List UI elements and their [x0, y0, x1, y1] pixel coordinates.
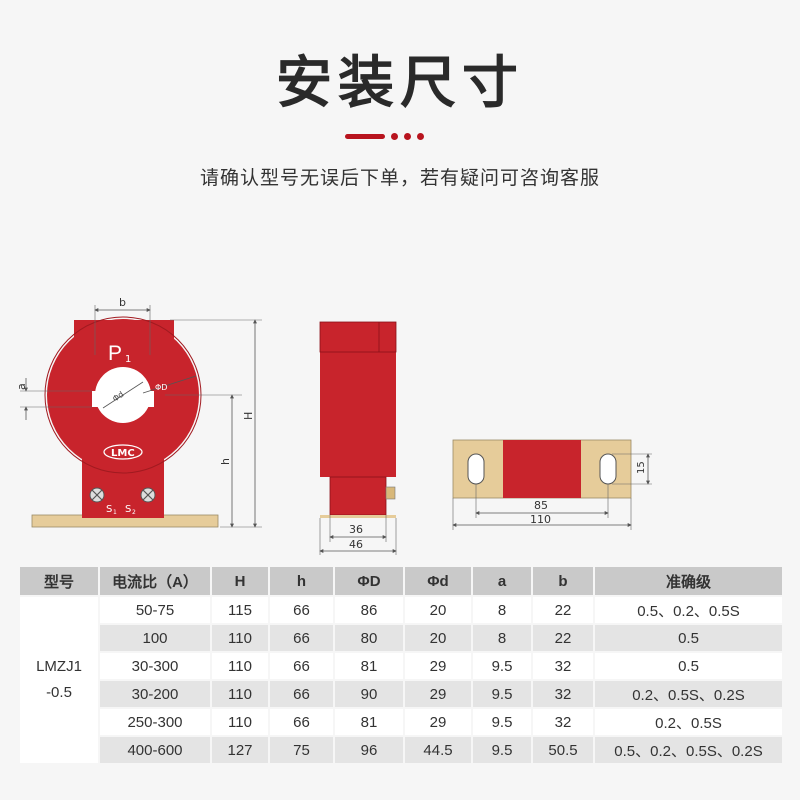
table-row: 400-600 127 75 96 44.5 9.5 50.5 0.5、0.2、… — [19, 735, 784, 765]
table-cell: 0.2、0.5S、0.2S — [593, 679, 784, 709]
col-header: h — [268, 565, 335, 597]
table-cell: 0.5 — [593, 651, 784, 681]
dimension-drawing: Φd ΦD P 1 LMC S 1 S 2 b a H — [15, 296, 652, 555]
table-cell: 32 — [531, 679, 595, 709]
dim-46-label: 46 — [349, 538, 363, 551]
svg-text:1: 1 — [113, 509, 117, 516]
col-header: a — [471, 565, 533, 597]
table-cell: 20 — [403, 595, 473, 625]
table-cell: 75 — [268, 735, 335, 765]
table-cell: 0.5 — [593, 623, 784, 653]
col-header: 准确级 — [593, 565, 784, 597]
table-cell: 127 — [210, 735, 270, 765]
table-cell: 81 — [333, 707, 405, 737]
page-title: 安装尺寸 — [276, 51, 524, 116]
table-row: 100 110 66 80 20 8 22 0.5 — [19, 623, 784, 653]
phi-D-label: ΦD — [155, 383, 167, 392]
table-cell: 0.5、0.2、0.5S — [593, 595, 784, 625]
table-cell: 66 — [268, 707, 335, 737]
table-cell: 250-300 — [98, 707, 212, 737]
col-header: Φd — [403, 565, 473, 597]
table-cell: 20 — [403, 623, 473, 653]
svg-text:1: 1 — [125, 354, 131, 365]
table-cell: 32 — [531, 651, 595, 681]
table-cell: 8 — [471, 623, 533, 653]
table-row: 30-300 110 66 81 29 9.5 32 0.5 — [19, 651, 784, 681]
table-cell: 80 — [333, 623, 405, 653]
table-row: 250-300 110 66 81 29 9.5 32 0.2、0.5S — [19, 707, 784, 737]
table-header-row: 型号 电流比（A） H h ΦD Φd a b 准确级 — [18, 565, 784, 597]
dim-110-label: 110 — [530, 513, 551, 526]
svg-text:LMC: LMC — [111, 448, 135, 459]
table-cell: 9.5 — [471, 679, 533, 709]
table-cell: 0.5、0.2、0.5S、0.2S — [593, 735, 784, 765]
dim-b-label: b — [119, 296, 126, 309]
front-view: Φd ΦD P 1 LMC S 1 S 2 b a H — [15, 296, 262, 528]
table-cell: 9.5 — [471, 651, 533, 681]
table-cell: 50-75 — [98, 595, 212, 625]
table-cell: 9.5 — [471, 707, 533, 737]
table-cell: 29 — [403, 679, 473, 709]
table-cell: 66 — [268, 623, 335, 653]
table-cell: 8 — [471, 595, 533, 625]
dim-h-label: h — [219, 458, 232, 465]
table-cell: 96 — [333, 735, 405, 765]
dim-36-label: 36 — [349, 523, 363, 536]
svg-text:S: S — [125, 504, 131, 515]
p1-label: P — [108, 342, 122, 365]
table-cell: 86 — [333, 595, 405, 625]
dim-85-label: 85 — [534, 499, 548, 512]
table-cell: 110 — [210, 679, 270, 709]
table-cell: 0.2、0.5S — [593, 707, 784, 737]
table-cell: 110 — [210, 651, 270, 681]
table-cell: 100 — [98, 623, 212, 653]
model-cell: LMZJ1 -0.5 — [18, 595, 100, 765]
table-cell: 400-600 — [98, 735, 212, 765]
table-cell: 66 — [268, 651, 335, 681]
table-cell: 29 — [403, 707, 473, 737]
side-view: 36 46 — [319, 321, 397, 555]
bottom-view: 15 85 110 — [452, 439, 652, 530]
table-cell: 22 — [531, 595, 595, 625]
col-header: 型号 — [18, 565, 100, 597]
table-cell: 50.5 — [531, 735, 595, 765]
table-cell: 30-200 — [98, 679, 212, 709]
table-cell: 22 — [531, 623, 595, 653]
table-row: 30-200 110 66 90 29 9.5 32 0.2、0.5S、0.2S — [19, 679, 784, 709]
table-cell: 44.5 — [403, 735, 473, 765]
table-cell: 66 — [268, 595, 335, 625]
table-cell: 110 — [210, 623, 270, 653]
table-cell: 90 — [333, 679, 405, 709]
lmc-logo — [103, 444, 143, 460]
col-header: ΦD — [333, 565, 405, 597]
table-cell: 66 — [268, 679, 335, 709]
svg-text:2: 2 — [132, 509, 136, 516]
table-cell: 9.5 — [471, 735, 533, 765]
table-cell: 32 — [531, 707, 595, 737]
table-row: LMZJ1 -0.5 50-75 115 66 86 20 8 22 0.5、0… — [18, 595, 784, 765]
table-cell: 29 — [403, 651, 473, 681]
table-cell: 110 — [210, 707, 270, 737]
col-header: b — [531, 565, 595, 597]
table-cell: 30-300 — [98, 651, 212, 681]
spec-table: 型号 电流比（A） H h ΦD Φd a b 准确级 LMZJ1 -0.5 5… — [18, 565, 784, 765]
dim-a-label: a — [15, 383, 28, 390]
col-header: H — [210, 565, 270, 597]
dim-15-label: 15 — [636, 461, 647, 474]
col-header: 电流比（A） — [98, 565, 212, 597]
table-cell: 81 — [333, 651, 405, 681]
page-subtitle: 请确认型号无误后下单，若有疑问可咨询客服 — [199, 167, 600, 189]
dim-H-label: H — [242, 412, 255, 420]
svg-text:S: S — [106, 504, 112, 515]
table-cell: 115 — [210, 595, 270, 625]
